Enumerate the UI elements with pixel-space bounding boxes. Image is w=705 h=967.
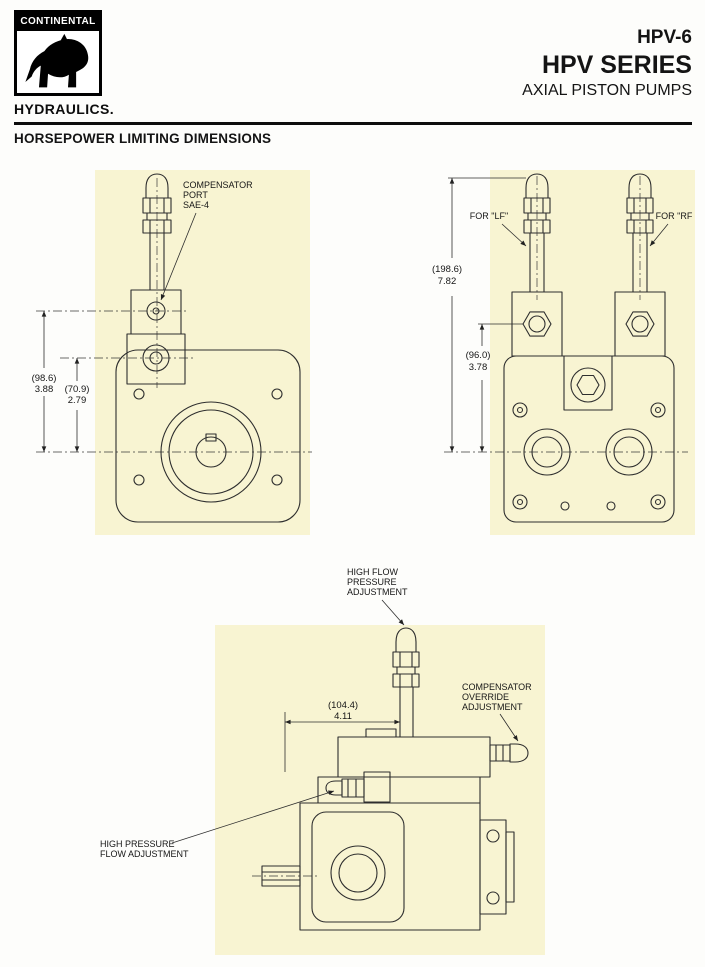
for-rf-label: FOR "RF bbox=[656, 211, 693, 221]
dimension-mm-label: (70.9) bbox=[65, 384, 90, 395]
label-for-lf: FOR "LF" bbox=[470, 211, 527, 247]
for-lf-label: FOR "LF" bbox=[470, 211, 508, 221]
dimension-inner-height: (96.0) 3.78 bbox=[466, 323, 523, 452]
label-for-rf: FOR "RF bbox=[649, 211, 693, 247]
logo-art bbox=[17, 31, 99, 93]
callout-line: HIGH FLOW bbox=[347, 567, 399, 577]
flow-adjust-fitting bbox=[325, 771, 391, 803]
header-rule bbox=[14, 122, 692, 125]
top-view-diagram: (198.6) 7.82 (96.0) 3.78 FOR "LF" FOR "R… bbox=[432, 170, 695, 535]
callout-line: PORT bbox=[183, 190, 208, 200]
dimension-in-label: 7.82 bbox=[438, 276, 457, 287]
dimension-in-label: 3.88 bbox=[35, 384, 54, 395]
callout-line: COMPENSATOR bbox=[462, 682, 532, 692]
dimension-in-label: 2.79 bbox=[68, 395, 87, 406]
top-view-background bbox=[490, 170, 695, 535]
dimension-width: (104.4) 4.11 bbox=[284, 700, 400, 772]
callout-override: COMPENSATOR OVERRIDE ADJUSTMENT bbox=[462, 682, 532, 742]
header-titles: HPV-6 HPV SERIES AXIAL PISTON PUMPS bbox=[522, 26, 692, 101]
dimension-mm-label: (104.4) bbox=[328, 700, 358, 711]
series-title: HPV SERIES bbox=[541, 51, 692, 79]
model-number: HPV-6 bbox=[637, 27, 692, 48]
callout-line: COMPENSATOR bbox=[183, 180, 253, 190]
rf-fitting-stack bbox=[626, 173, 654, 293]
logo-wordmark-hydraulics: HYDRAULICS. bbox=[14, 101, 115, 117]
callout-line: OVERRIDE bbox=[462, 692, 509, 702]
dimension-mm-label: (198.6) bbox=[432, 264, 462, 275]
callout-line: PRESSURE bbox=[347, 577, 397, 587]
callout-compensator-port: COMPENSATOR PORT SAE-4 bbox=[160, 180, 253, 301]
dimension-total-height: (198.6) 7.82 bbox=[432, 177, 526, 452]
section-title: HORSEPOWER LIMITING DIMENSIONS bbox=[14, 131, 272, 146]
callout-line: ADJUSTMENT bbox=[347, 587, 408, 597]
lf-fitting-stack bbox=[523, 173, 551, 293]
override-fitting bbox=[489, 743, 529, 763]
callout-line: SAE-4 bbox=[183, 200, 209, 210]
rhino-icon bbox=[25, 33, 89, 88]
pump-side-body bbox=[261, 776, 515, 931]
dimension-port-height: (70.9) 2.79 bbox=[65, 358, 90, 452]
dimension-in-label: 4.11 bbox=[334, 711, 352, 722]
pump-rear-body bbox=[503, 291, 675, 523]
pump-front-body bbox=[115, 349, 301, 523]
front-view-diagram: (98.6) 3.88 (70.9) 2.79 COMPENSATOR PORT… bbox=[32, 170, 312, 535]
dimension-in-label: 3.78 bbox=[469, 362, 488, 373]
callout-line: HIGH PRESSURE bbox=[100, 839, 175, 849]
callout-line: FLOW ADJUSTMENT bbox=[100, 849, 189, 859]
logo-box: CONTINENTAL bbox=[14, 10, 102, 96]
side-view-diagram: (104.4) 4.11 HIGH FLOW PRESSURE ADJUSTME… bbox=[100, 567, 545, 955]
callout-line: ADJUSTMENT bbox=[462, 702, 523, 712]
front-view-background bbox=[95, 170, 310, 535]
callout-high-pressure: HIGH PRESSURE FLOW ADJUSTMENT bbox=[100, 790, 335, 859]
dimension-mm-label: (98.6) bbox=[32, 373, 57, 384]
continental-hydraulics-logo: CONTINENTAL HYDRAULICS. bbox=[14, 10, 115, 117]
dimension-mm-label: (96.0) bbox=[466, 350, 491, 361]
logo-wordmark-continental: CONTINENTAL bbox=[20, 16, 96, 27]
compensator-valve-stack bbox=[126, 173, 186, 385]
top-view-centerlines bbox=[444, 176, 688, 453]
product-subtitle: AXIAL PISTON PUMPS bbox=[522, 82, 692, 99]
side-view-background bbox=[215, 625, 545, 955]
callout-high-flow: HIGH FLOW PRESSURE ADJUSTMENT bbox=[347, 567, 408, 626]
dimension-height: (98.6) 3.88 bbox=[32, 311, 57, 452]
